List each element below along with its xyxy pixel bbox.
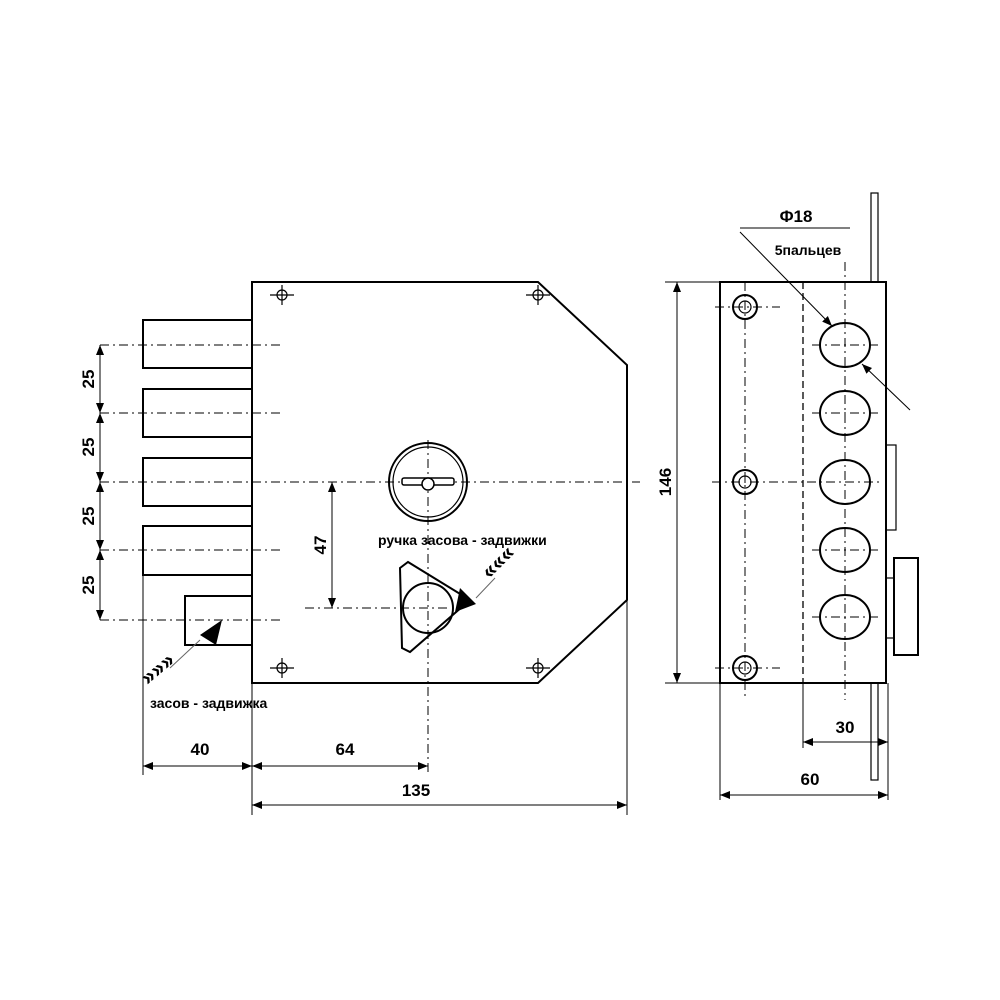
knob-x-dim: 64 <box>336 740 355 759</box>
front-view: ««« »»» ручка засова - задвижки засов - … <box>79 281 640 815</box>
bolt-spacing-4: 25 <box>79 576 98 595</box>
bolt-spacing-1: 25 <box>79 370 98 389</box>
faceplate <box>870 192 879 283</box>
bolt-holes <box>712 322 880 640</box>
bolts <box>142 319 253 576</box>
latch-push-chevrons-icon: »»» <box>135 647 179 690</box>
height-dim: 146 <box>656 468 675 496</box>
latch-arrow-icon <box>200 620 222 645</box>
latch-caption: засов - задвижка <box>150 695 268 711</box>
body-width-dim: 135 <box>402 781 430 800</box>
bolts-caption: 5пальцев <box>775 242 842 258</box>
knob-caption: ручка засова - задвижки <box>378 532 547 548</box>
bolt-spacing-3: 25 <box>79 507 98 526</box>
bolt-spacing-2: 25 <box>79 438 98 457</box>
bolt-knob <box>398 560 496 654</box>
knob-offset-dim: 47 <box>311 536 330 555</box>
latch-block <box>893 557 919 656</box>
depth-dim: 60 <box>801 770 820 789</box>
screw-holes <box>270 285 550 678</box>
key-cylinder <box>388 442 468 522</box>
diameter-label: Φ18 <box>780 207 813 226</box>
knob-arrow-icon <box>455 588 476 612</box>
latch-width-dim: 40 <box>191 740 210 759</box>
side-screws <box>715 294 780 681</box>
latch-tab <box>885 444 897 531</box>
backset-dim: 30 <box>836 718 855 737</box>
side-view: Φ18 5пальцев 146 30 60 <box>656 192 919 800</box>
